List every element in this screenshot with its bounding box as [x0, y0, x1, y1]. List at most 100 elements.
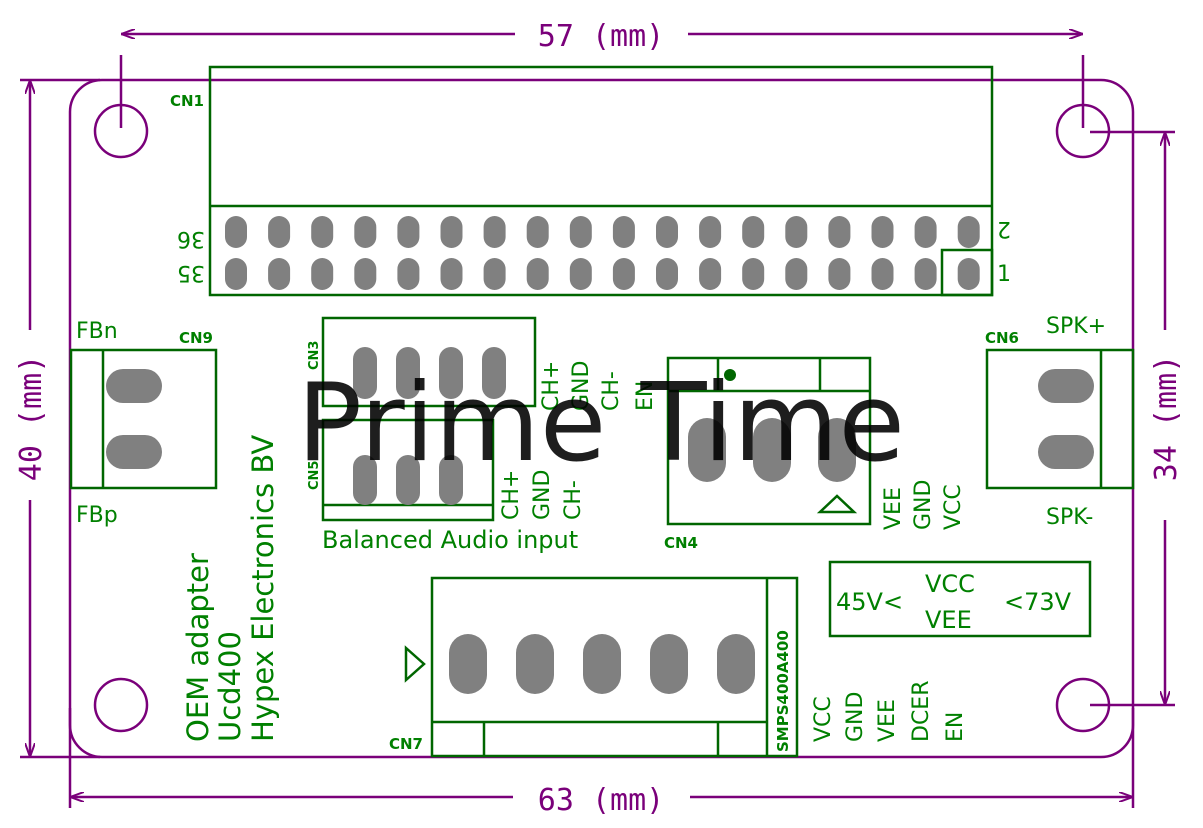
voltage-max: <73V — [1004, 588, 1072, 616]
cn3-label: CN3 — [307, 341, 322, 370]
cn1-pad — [742, 258, 765, 290]
voltage-min: 45V< — [836, 588, 903, 616]
cn1-pad — [354, 258, 377, 290]
cn7-part-number: SMPS400A400 — [774, 630, 792, 752]
model-text: Ucd400 — [213, 631, 247, 742]
mounting-hole — [1055, 677, 1111, 733]
cn7-pad — [516, 634, 554, 694]
cn4-pads — [688, 418, 856, 482]
cn4-pad — [688, 418, 726, 482]
cn1-pads — [225, 216, 980, 290]
cn6-pin-bottom: SPK- — [1046, 505, 1093, 530]
cn1-pad — [785, 216, 808, 248]
connector-cn1 — [208, 65, 994, 297]
cn3-pad — [396, 347, 420, 399]
cn9-pin-bottom: FBp — [76, 503, 118, 528]
cn1-pin-1: 1 — [997, 262, 1011, 287]
cn1-pad — [914, 216, 937, 248]
connector-cn6 — [985, 348, 1135, 490]
cn3-pin-gnd: GND — [569, 361, 594, 411]
cn1-pad — [828, 258, 851, 290]
mounting-hole — [93, 677, 149, 733]
cn4-pin-vcc: VCC — [941, 484, 966, 530]
cn5-pad — [396, 455, 420, 505]
cn3-pad — [439, 347, 463, 399]
cn1-pad — [828, 216, 851, 248]
cn1-pad — [569, 216, 592, 248]
cn6-pad — [1038, 435, 1094, 469]
cn7-label: CN7 — [389, 735, 423, 753]
cn5-pin-ch-minus: CH- — [561, 480, 586, 520]
dim-right-label: 34 (mm) — [1149, 355, 1184, 481]
cn1-pin-36: 36 — [177, 226, 205, 251]
cn7-pin-dcer: DCER — [909, 681, 934, 743]
cn5-pad — [439, 455, 463, 505]
cn1-pad — [268, 216, 291, 248]
cn5-label: CN5 — [307, 461, 322, 490]
cn7-pin-vee: VEE — [875, 699, 900, 742]
voltage-vcc: VCC — [925, 570, 975, 598]
connector-cn4 — [666, 356, 872, 526]
cn1-pad — [871, 216, 894, 248]
cn1-pad — [957, 258, 980, 290]
cn1-pad — [354, 216, 377, 248]
dim-left-label: 40 (mm) — [14, 355, 49, 481]
cn1-pad — [957, 216, 980, 248]
cn1-pad — [612, 258, 635, 290]
cn1-pad — [526, 216, 549, 248]
cn1-pad — [483, 216, 506, 248]
cn4-pin-vee: VEE — [881, 487, 906, 530]
cn5-pin-ch-plus: CH+ — [499, 470, 524, 520]
cn7-pin-gnd: GND — [843, 692, 868, 742]
cn1-pad — [526, 258, 549, 290]
cn5-pads — [353, 455, 463, 505]
cn1-pad — [914, 258, 937, 290]
cn1-pad — [699, 216, 722, 248]
cn1-pad — [311, 258, 334, 290]
voltage-vee: VEE — [925, 606, 972, 634]
cn9-label: CN9 — [179, 329, 213, 347]
cn1-pad — [742, 216, 765, 248]
cn4-pin1-dot — [724, 369, 736, 381]
watermark-text: Prime Time — [297, 361, 905, 486]
balanced-audio-label: Balanced Audio input — [322, 526, 578, 554]
cn1-pin-2: 2 — [997, 216, 1011, 241]
dim-bottom-label: 63 (mm) — [538, 783, 664, 818]
mounting-hole — [93, 103, 149, 159]
cn7-pad — [449, 634, 487, 694]
cn7-pad — [717, 634, 755, 694]
cn1-pad — [569, 258, 592, 290]
cn1-pin-35: 35 — [177, 260, 205, 285]
oem-adapter-text: OEM adapter — [181, 553, 215, 742]
cn1-pad — [483, 258, 506, 290]
cn4-pad — [753, 418, 791, 482]
cn7-pin-vcc: VCC — [811, 696, 836, 742]
cn7-pad — [650, 634, 688, 694]
mounting-hole — [1055, 103, 1111, 159]
cn3-pin-en: EN — [633, 381, 658, 411]
cn1-label: CN1 — [170, 92, 204, 110]
cn1-pad — [311, 216, 334, 248]
connector-cn9 — [69, 348, 218, 490]
cn1-pad — [871, 258, 894, 290]
cn1-pad — [440, 258, 463, 290]
cn1-pad — [699, 258, 722, 290]
cn3-pads — [353, 347, 506, 399]
cn1-pad — [440, 216, 463, 248]
cn7-pad — [583, 634, 621, 694]
company-text: Hypex Electronics BV — [246, 435, 280, 742]
cn1-pad — [225, 216, 247, 248]
cn3-pad — [482, 347, 506, 399]
connector-cn7 — [404, 576, 799, 758]
cn1-pad — [785, 258, 808, 290]
cn4-pad — [818, 418, 856, 482]
cn7-pads — [449, 634, 755, 694]
cn9-pin-top: FBn — [76, 319, 118, 344]
cn6-label: CN6 — [985, 329, 1019, 347]
cn1-pad — [268, 258, 291, 290]
cn9-pad — [106, 435, 162, 469]
cn9-pad — [106, 369, 162, 403]
dimension-lines — [20, 34, 1175, 808]
cn1-pad — [656, 258, 678, 290]
